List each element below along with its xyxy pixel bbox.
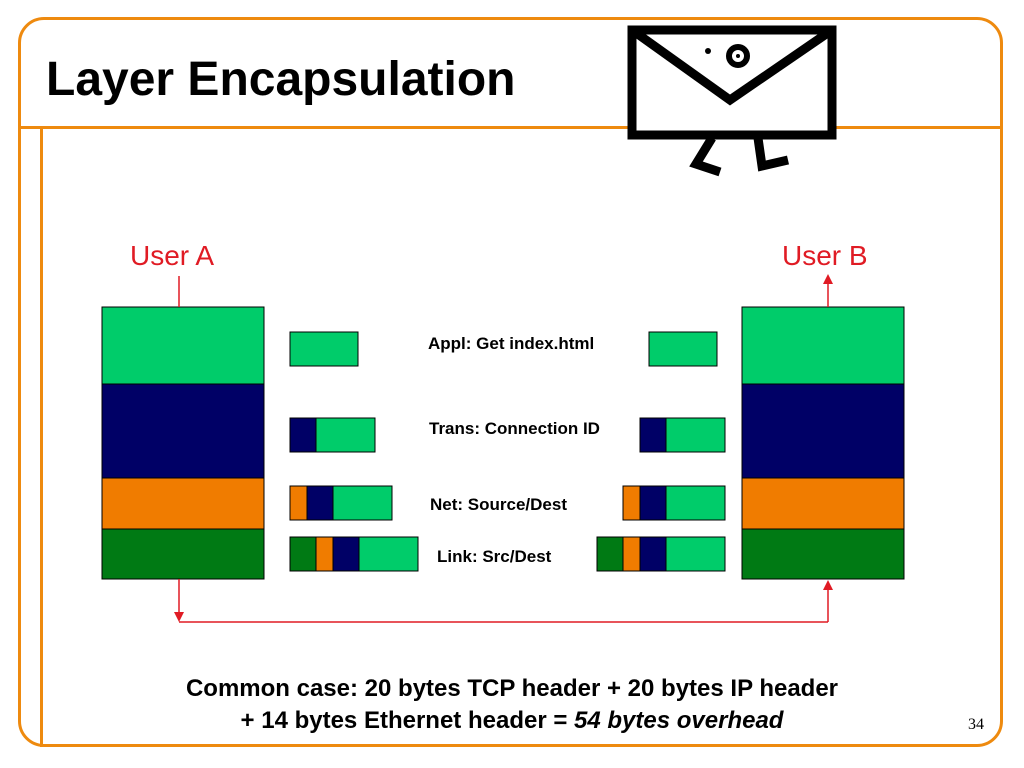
receiver-net-header [622, 485, 641, 521]
overhead-summary: Common case: 20 bytes TCP header + 20 by… [0, 673, 1024, 737]
layer-label-link: Link: Src/Dest [437, 547, 552, 566]
overhead-summary-emphasis: 54 bytes overhead [574, 707, 784, 734]
stack-b-link-layer [741, 528, 905, 580]
receiver-appl-payload [648, 331, 718, 367]
stack-b-transport-layer [741, 383, 905, 479]
stack-a-link-layer [101, 528, 265, 580]
sender-trans-header [289, 417, 317, 453]
receiver-net-payload [665, 485, 726, 521]
receiver-packets [596, 331, 726, 572]
envelope-mascot-icon [627, 25, 837, 177]
stack-a-network-layer [101, 477, 265, 530]
receiver-link-trans-header [639, 536, 667, 572]
receiver-link-header [596, 536, 624, 572]
page-number: 34 [968, 716, 984, 733]
receiver-link-net-header [622, 536, 641, 572]
layer-label-application: Appl: Get index.html [428, 334, 595, 353]
sender-appl-payload [289, 331, 359, 367]
overhead-summary-prefix: + 14 bytes Ethernet header = [240, 707, 575, 734]
stack-b-application-layer [741, 306, 905, 385]
sender-net-payload [332, 485, 393, 521]
receiver-link-payload [665, 536, 726, 572]
user-b-label: User B [782, 240, 868, 271]
stack-b-network-layer [741, 477, 905, 530]
sender-net-trans-header [306, 485, 334, 521]
slide-frame [18, 17, 1003, 747]
layer-label-network: Net: Source/Dest [430, 495, 567, 514]
overhead-summary-line2: + 14 bytes Ethernet header = 54 bytes ov… [0, 705, 1024, 737]
sender-link-header [289, 536, 317, 572]
user-a-stack [101, 306, 265, 580]
sender-trans-payload [315, 417, 376, 453]
sender-link-payload [358, 536, 419, 572]
layer-label-transport: Trans: Connection ID [429, 419, 600, 438]
sender-link-net-header [315, 536, 334, 572]
user-b-stack [741, 306, 905, 580]
stack-a-transport-layer [101, 383, 265, 479]
receiver-trans-header [639, 417, 667, 453]
sender-link-trans-header [332, 536, 360, 572]
left-divider [40, 126, 43, 747]
receiver-net-trans-header [639, 485, 667, 521]
receiver-trans-payload [665, 417, 726, 453]
stack-a-application-layer [101, 306, 265, 385]
title-divider [18, 126, 1003, 129]
user-a-label: User A [130, 240, 215, 271]
sender-packets [289, 331, 419, 572]
slide-title: Layer Encapsulation [46, 53, 516, 106]
sender-net-header [289, 485, 308, 521]
overhead-summary-line1: Common case: 20 bytes TCP header + 20 by… [185, 675, 839, 702]
